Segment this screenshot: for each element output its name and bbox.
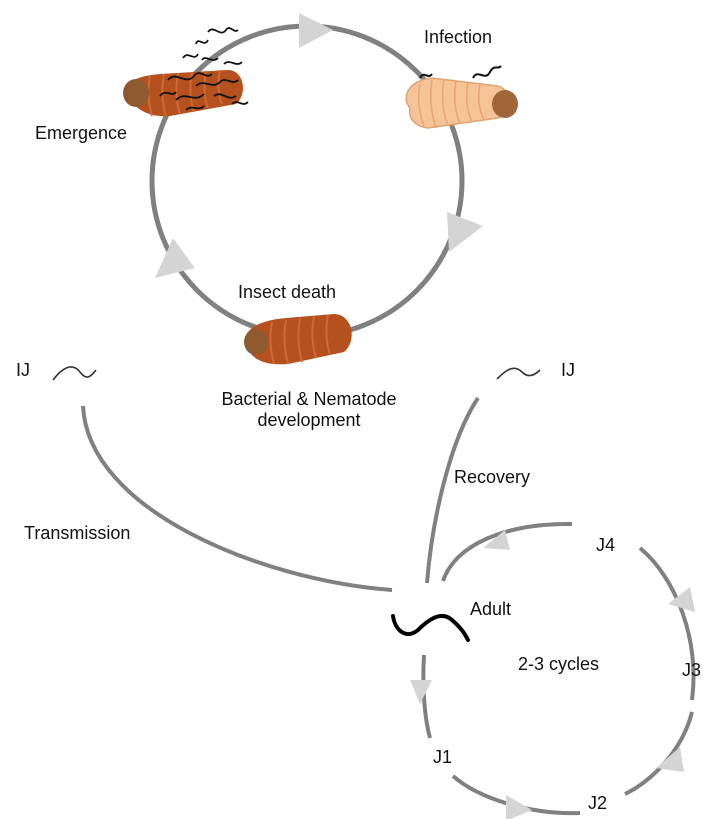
recovery-label: Recovery <box>454 467 530 488</box>
ij-left-label: IJ <box>16 360 30 381</box>
transmission-path <box>83 406 392 590</box>
transmission-label: Transmission <box>24 523 130 544</box>
ij-left-worm <box>53 367 96 380</box>
insect-death-label: Insect death <box>238 282 336 303</box>
arrowhead-to-j3 <box>656 747 684 772</box>
j4-label: J4 <box>596 535 615 556</box>
emergence-label: Emergence <box>35 123 127 144</box>
arrowhead-right <box>447 212 483 252</box>
cycles-label: 2-3 cycles <box>518 654 599 675</box>
juvenile-cycle-arc <box>625 712 692 794</box>
j1-label: J1 <box>433 747 452 768</box>
emerging-larva <box>123 70 243 116</box>
infection-label: Infection <box>424 27 492 48</box>
adult-label: Adult <box>470 599 511 620</box>
ij-right-label: IJ <box>561 360 575 381</box>
healthy-larva <box>406 78 518 128</box>
infecting-nematode <box>473 66 501 78</box>
dead-larva <box>244 314 352 364</box>
juvenile-cycle-arc <box>443 524 572 581</box>
j2-label: J2 <box>588 793 607 814</box>
arrowhead-top <box>299 13 333 48</box>
adult-nematode <box>393 616 468 640</box>
arrowhead-left <box>155 238 195 278</box>
ij-right-worm <box>497 368 540 379</box>
development-label-line2: development <box>200 410 418 431</box>
recovery-path <box>427 398 478 583</box>
arrowhead-to-j1 <box>410 680 432 704</box>
development-label: Bacterial & Nematode development <box>200 389 418 430</box>
j3-label: J3 <box>682 660 701 681</box>
development-label-line1: Bacterial & Nematode <box>200 389 418 410</box>
juvenile-cycle-arc <box>423 655 430 738</box>
